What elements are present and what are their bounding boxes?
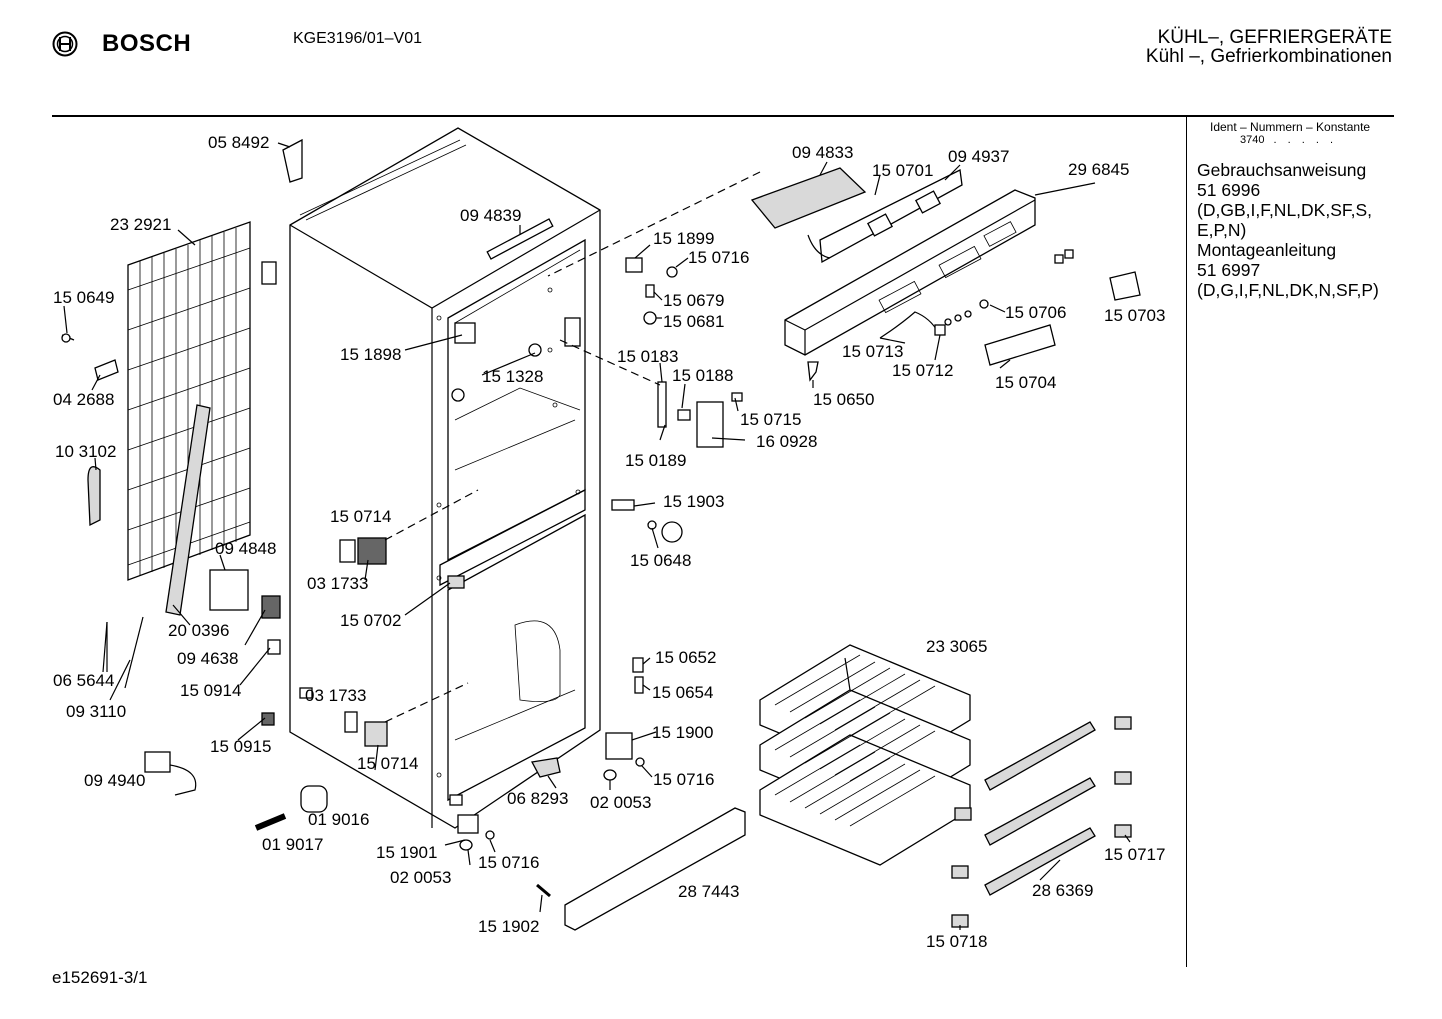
category-title: KÜHL–, GEFRIERGERÄTE Kühl –, Gefrierkomb… [1146, 28, 1392, 66]
part-label: 03 1733 [305, 686, 366, 705]
category-line-2: Kühl –, Gefrierkombinationen [1145, 46, 1392, 67]
part-label: 15 0915 [210, 737, 271, 756]
part-label: 02 0053 [590, 793, 651, 812]
part-label: 23 3065 [926, 637, 987, 656]
part-label: 09 4937 [948, 147, 1009, 166]
part-label: 15 0701 [872, 161, 933, 180]
part-label: 15 0715 [740, 410, 801, 429]
control-panel-housing [784, 189, 1036, 356]
ident-value: 3740 [1240, 134, 1265, 146]
part-label: 15 0718 [926, 932, 987, 951]
doc-ref-line: 51 6997 [1197, 260, 1261, 280]
part-label: 15 0649 [53, 288, 114, 307]
condenser-coil [127, 221, 251, 581]
part-label: 15 1902 [478, 917, 539, 936]
part-label: 15 0652 [655, 648, 716, 667]
doc-ref-line: 51 6996 [1197, 180, 1261, 200]
part-label: 15 0717 [1104, 845, 1165, 864]
doc-ref-line: E,P,N) [1197, 220, 1247, 240]
part-label: 15 0704 [995, 373, 1056, 392]
part-label: 15 0648 [630, 551, 691, 570]
part-label: 15 0188 [672, 366, 733, 385]
part-label: 06 5644 [53, 671, 114, 690]
part-label: 15 0654 [652, 683, 713, 702]
doc-ref-line: Montageanleitung [1197, 240, 1337, 260]
part-label: 29 6845 [1068, 160, 1129, 179]
part-label: 01 9016 [308, 810, 369, 829]
leader-lines [63, 142, 1131, 930]
doc-ref-line: (D,G,I,F,NL,DK,N,SF,P) [1197, 280, 1379, 300]
header-divider [52, 115, 1394, 117]
part-label: 09 4833 [792, 143, 853, 162]
rail-clips [951, 716, 1132, 928]
part-label: 15 0189 [625, 451, 686, 470]
drain-channel [165, 404, 211, 616]
part-label: 15 1898 [340, 345, 401, 364]
part-label: 15 0713 [842, 342, 903, 361]
part-label: 15 0679 [663, 291, 724, 310]
model-number: KGE3196/01–V01 [293, 30, 422, 47]
part-label: 01 9017 [262, 835, 323, 854]
ident-constant: 3740 . . . . . [1240, 134, 1337, 146]
bosch-logo-icon [52, 31, 78, 57]
freezer-baskets [759, 644, 971, 866]
cabinet-body [289, 127, 601, 829]
part-label: 28 6369 [1032, 881, 1093, 900]
sidebar-divider [1186, 117, 1187, 967]
part-label: 09 3110 [66, 702, 126, 721]
brand-name: BOSCH [102, 30, 192, 57]
ident-label: Ident – Nummern – Konstante [1210, 120, 1371, 134]
part-label: 05 8492 [208, 133, 269, 152]
part-label: 09 4638 [177, 649, 238, 668]
part-label: 15 1900 [652, 723, 713, 742]
panel-small-parts [807, 249, 1141, 382]
part-label: 15 0702 [340, 611, 401, 630]
part-label: 15 0716 [653, 770, 714, 789]
part-label: 16 0928 [756, 432, 817, 451]
category-line-1: KÜHL–, GEFRIERGERÄTE [1157, 27, 1392, 48]
part-label: 15 0716 [688, 248, 749, 267]
part-label: 20 0396 [168, 621, 229, 640]
part-label: 15 0716 [478, 853, 539, 872]
part-label: 06 8293 [507, 789, 568, 808]
assembly-guides [384, 171, 761, 723]
control-board [750, 167, 963, 264]
doc-ref-line: Gebrauchsanweisung [1197, 160, 1367, 180]
part-labels: 05 8492 23 2921 15 0649 04 2688 10 3102 … [53, 133, 1165, 951]
exploded-parts-diagram: 05 8492 23 2921 15 0649 04 2688 10 3102 … [53, 127, 1165, 951]
shelf-rails [984, 721, 1096, 896]
part-label: 15 0712 [892, 361, 953, 380]
ident-dots: . . . . . [1273, 134, 1338, 146]
part-label: 09 4848 [215, 539, 276, 558]
part-label: 15 0703 [1104, 306, 1165, 325]
part-label: 23 2921 [110, 215, 171, 234]
part-label: 15 1901 [376, 843, 437, 862]
part-label: 15 1328 [482, 367, 543, 386]
part-label: 15 1903 [663, 492, 724, 511]
part-label: 02 0053 [390, 868, 451, 887]
brand-block: BOSCH [52, 30, 191, 58]
part-label: 15 0706 [1005, 303, 1066, 322]
part-label: 15 0714 [357, 754, 418, 773]
part-label: 15 1899 [653, 229, 714, 248]
part-label: 15 0183 [617, 347, 678, 366]
base-grille [564, 807, 746, 931]
part-label: 15 0650 [813, 390, 874, 409]
part-label: 09 4839 [460, 206, 521, 225]
doc-ref-line: (D,GB,I,F,NL,DK,SF,S, [1197, 200, 1373, 220]
part-label: 15 0914 [180, 681, 241, 700]
part-label: 04 2688 [53, 390, 114, 409]
part-label: 15 0681 [663, 312, 724, 331]
document-references: Gebrauchsanweisung 51 6996 (D,GB,I,F,NL,… [1197, 160, 1379, 300]
part-label: 10 3102 [55, 442, 116, 461]
document-id: e152691-3/1 [52, 968, 148, 987]
part-label: 15 0714 [330, 507, 391, 526]
part-label: 28 7443 [678, 882, 739, 901]
part-label: 09 4940 [84, 771, 145, 790]
part-label: 03 1733 [307, 574, 368, 593]
